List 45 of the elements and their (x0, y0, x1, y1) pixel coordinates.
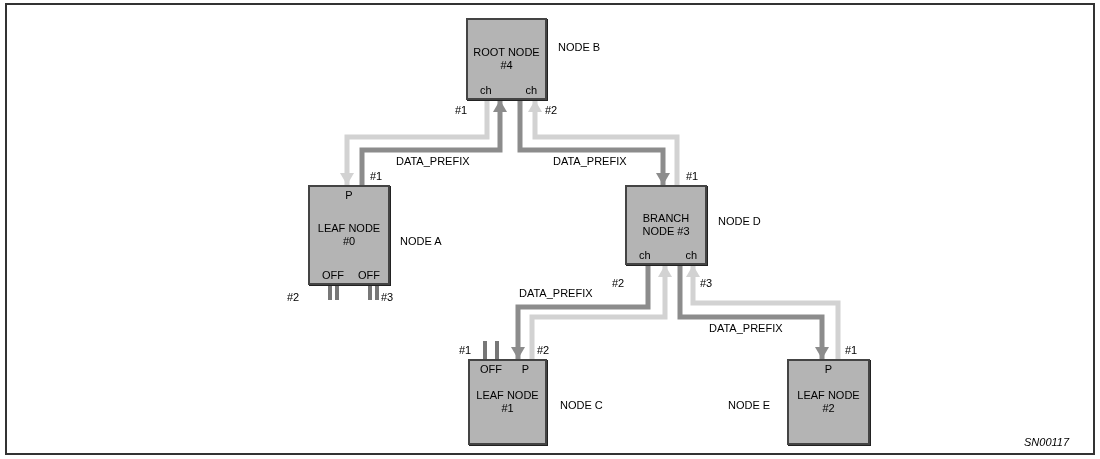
node-caption: NODE B (558, 42, 601, 53)
edge-label: DATA_PREFIX (518, 288, 594, 299)
node-text: ch (480, 84, 492, 97)
node-box (625, 185, 707, 265)
port-number: #1 (370, 171, 383, 182)
node-text: LEAF NODE #1 (475, 389, 540, 415)
port-number: #2 (537, 345, 550, 356)
node-text: P (521, 363, 529, 376)
node-text: LEAF NODE #0 (316, 222, 382, 248)
node-text: LEAF NODE #2 (796, 389, 861, 415)
arrow (529, 265, 672, 359)
port-number: #2 (545, 105, 558, 116)
port-number: #3 (700, 278, 713, 289)
edge-label: DATA_PREFIX (708, 323, 784, 334)
node-caption: NODE D (718, 216, 761, 227)
node-text: ch (685, 249, 697, 262)
arrow (359, 100, 507, 185)
node-text: OFF (322, 269, 344, 282)
figure-code: SN00117 (1024, 437, 1070, 448)
node-caption: NODE C (560, 400, 603, 411)
node-caption: NODE E (728, 400, 771, 411)
port-number: #2 (287, 292, 300, 303)
node-text: BRANCH NODE #3 (641, 212, 691, 238)
node-text: OFF (480, 363, 502, 376)
node-text: ch (639, 249, 651, 262)
port-number: #2 (612, 278, 625, 289)
node-caption: NODE A (400, 236, 442, 247)
arrow (511, 265, 651, 359)
node-box (468, 359, 547, 445)
edge-label: DATA_PREFIX (395, 156, 471, 167)
node-box (308, 185, 390, 285)
port-number: #1 (845, 345, 858, 356)
port-number: #1 (459, 345, 472, 356)
edge-label: DATA_PREFIX (552, 156, 628, 167)
port-number: #1 (455, 105, 468, 116)
port-number: #1 (686, 171, 699, 182)
node-text: OFF (358, 269, 380, 282)
node-box (466, 18, 547, 100)
node-text: ROOT NODE #4 (472, 46, 541, 72)
arrow (340, 100, 490, 185)
node-text: P (345, 189, 353, 202)
node-text: ch (525, 84, 537, 97)
node-box (787, 359, 870, 445)
node-text: P (824, 363, 833, 376)
port-number: #3 (381, 292, 394, 303)
